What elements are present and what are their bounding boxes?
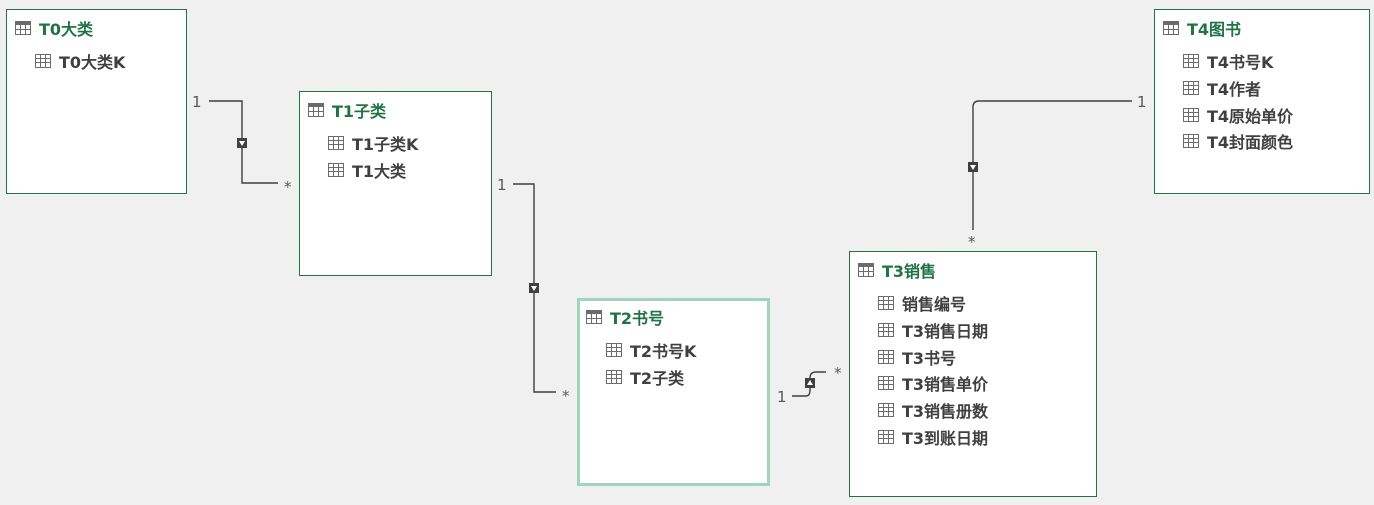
field-name: T1子类K bbox=[352, 135, 419, 155]
field-name: T4书号K bbox=[1207, 53, 1274, 73]
field-grid-icon bbox=[1183, 107, 1199, 122]
table-card-t1[interactable]: T1子类 T1子类K T1大类 bbox=[299, 91, 492, 276]
filter-arrow-icon bbox=[968, 162, 978, 172]
table-card-t4[interactable]: T4图书 T4书号K T4作者 T4原始单价 T4封面颜色 bbox=[1154, 9, 1370, 194]
field-item[interactable]: T1大类 bbox=[328, 157, 418, 184]
table-title: T3销售 bbox=[882, 262, 937, 281]
table-title: T2书号 bbox=[610, 309, 665, 328]
field-name: T4作者 bbox=[1207, 80, 1262, 100]
field-name: T3到账日期 bbox=[902, 428, 989, 448]
relationship-t0-t1[interactable]: 1 * bbox=[192, 93, 292, 196]
field-name: T2子类 bbox=[630, 369, 685, 389]
field-list: 销售编号 T3销售日期 T3书号 T3销售单价 T3销售册数 T3到账日期 bbox=[878, 290, 988, 450]
field-item[interactable]: T3书号 bbox=[878, 343, 988, 370]
many-cardinality-label: * bbox=[284, 178, 292, 196]
field-name: T3书号 bbox=[902, 348, 957, 368]
table-title: T0大类 bbox=[39, 20, 94, 39]
field-item[interactable]: T4原始单价 bbox=[1183, 101, 1293, 128]
field-grid-icon bbox=[1183, 54, 1199, 69]
field-list: T4书号K T4作者 T4原始单价 T4封面颜色 bbox=[1183, 48, 1293, 155]
field-item[interactable]: T3销售日期 bbox=[878, 317, 988, 344]
table-header[interactable]: T2书号 bbox=[586, 306, 664, 328]
field-grid-icon bbox=[878, 323, 894, 338]
field-item[interactable]: T4封面颜色 bbox=[1183, 128, 1293, 155]
field-grid-icon bbox=[328, 163, 344, 178]
table-card-t3[interactable]: T3销售 销售编号 T3销售日期 T3书号 T3销售单价 T3销售册数 bbox=[849, 251, 1097, 497]
relationship-t2-t3[interactable]: 1 * bbox=[777, 364, 842, 406]
field-grid-icon bbox=[328, 136, 344, 151]
relationship-t4-t3[interactable]: 1 * bbox=[968, 93, 1147, 251]
filter-arrow-icon bbox=[805, 378, 815, 388]
field-grid-icon bbox=[878, 429, 894, 444]
field-item[interactable]: T0大类K bbox=[35, 48, 125, 75]
one-cardinality-label: 1 bbox=[192, 93, 202, 111]
field-name: T3销售单价 bbox=[902, 375, 989, 395]
table-card-t2[interactable]: T2书号 T2书号K T2子类 bbox=[577, 298, 770, 486]
table-grid-icon bbox=[1163, 21, 1179, 35]
table-grid-icon bbox=[858, 263, 874, 277]
table-title: T1子类 bbox=[332, 102, 387, 121]
field-item[interactable]: T3销售单价 bbox=[878, 370, 988, 397]
field-name: T1大类 bbox=[352, 162, 407, 182]
field-name: T4原始单价 bbox=[1207, 106, 1294, 126]
field-grid-icon bbox=[606, 343, 622, 358]
many-cardinality-label: * bbox=[562, 387, 570, 405]
field-grid-icon bbox=[35, 54, 51, 69]
field-list: T1子类K T1大类 bbox=[328, 130, 418, 183]
field-item[interactable]: T3到账日期 bbox=[878, 423, 988, 450]
table-header[interactable]: T0大类 bbox=[15, 17, 93, 39]
relationship-t1-t2[interactable]: 1 * bbox=[497, 176, 570, 405]
field-grid-icon bbox=[878, 349, 894, 364]
field-name: 销售编号 bbox=[902, 295, 967, 315]
field-grid-icon bbox=[606, 370, 622, 385]
field-item[interactable]: T4书号K bbox=[1183, 48, 1293, 75]
table-header[interactable]: T4图书 bbox=[1163, 17, 1241, 39]
field-name: T3销售日期 bbox=[902, 322, 989, 342]
field-list: T2书号K T2子类 bbox=[606, 337, 696, 390]
field-name: T0大类K bbox=[59, 53, 126, 73]
table-card-t0[interactable]: T0大类 T0大类K bbox=[6, 9, 187, 194]
field-item[interactable]: T4作者 bbox=[1183, 75, 1293, 102]
table-grid-icon bbox=[308, 103, 324, 117]
field-item[interactable]: T2子类 bbox=[606, 364, 696, 391]
table-grid-icon bbox=[15, 21, 31, 35]
filter-arrow-icon bbox=[237, 138, 247, 148]
field-name: T4封面颜色 bbox=[1207, 133, 1294, 153]
many-cardinality-label: * bbox=[834, 364, 842, 382]
field-list: T0大类K bbox=[35, 48, 125, 75]
field-item[interactable]: T2书号K bbox=[606, 337, 696, 364]
field-grid-icon bbox=[1183, 134, 1199, 149]
many-cardinality-label: * bbox=[968, 233, 976, 251]
field-item[interactable]: 销售编号 bbox=[878, 290, 988, 317]
field-grid-icon bbox=[878, 296, 894, 311]
one-cardinality-label: 1 bbox=[497, 176, 507, 194]
table-header[interactable]: T1子类 bbox=[308, 99, 386, 121]
table-title: T4图书 bbox=[1187, 20, 1242, 39]
field-name: T2书号K bbox=[630, 342, 697, 362]
field-name: T3销售册数 bbox=[902, 402, 989, 422]
one-cardinality-label: 1 bbox=[777, 388, 787, 406]
table-grid-icon bbox=[586, 310, 602, 324]
field-item[interactable]: T1子类K bbox=[328, 130, 418, 157]
field-grid-icon bbox=[878, 403, 894, 418]
field-item[interactable]: T3销售册数 bbox=[878, 397, 988, 424]
one-cardinality-label: 1 bbox=[1137, 93, 1147, 111]
filter-arrow-icon bbox=[529, 283, 539, 293]
field-grid-icon bbox=[1183, 81, 1199, 96]
field-grid-icon bbox=[878, 376, 894, 391]
table-header[interactable]: T3销售 bbox=[858, 259, 936, 281]
